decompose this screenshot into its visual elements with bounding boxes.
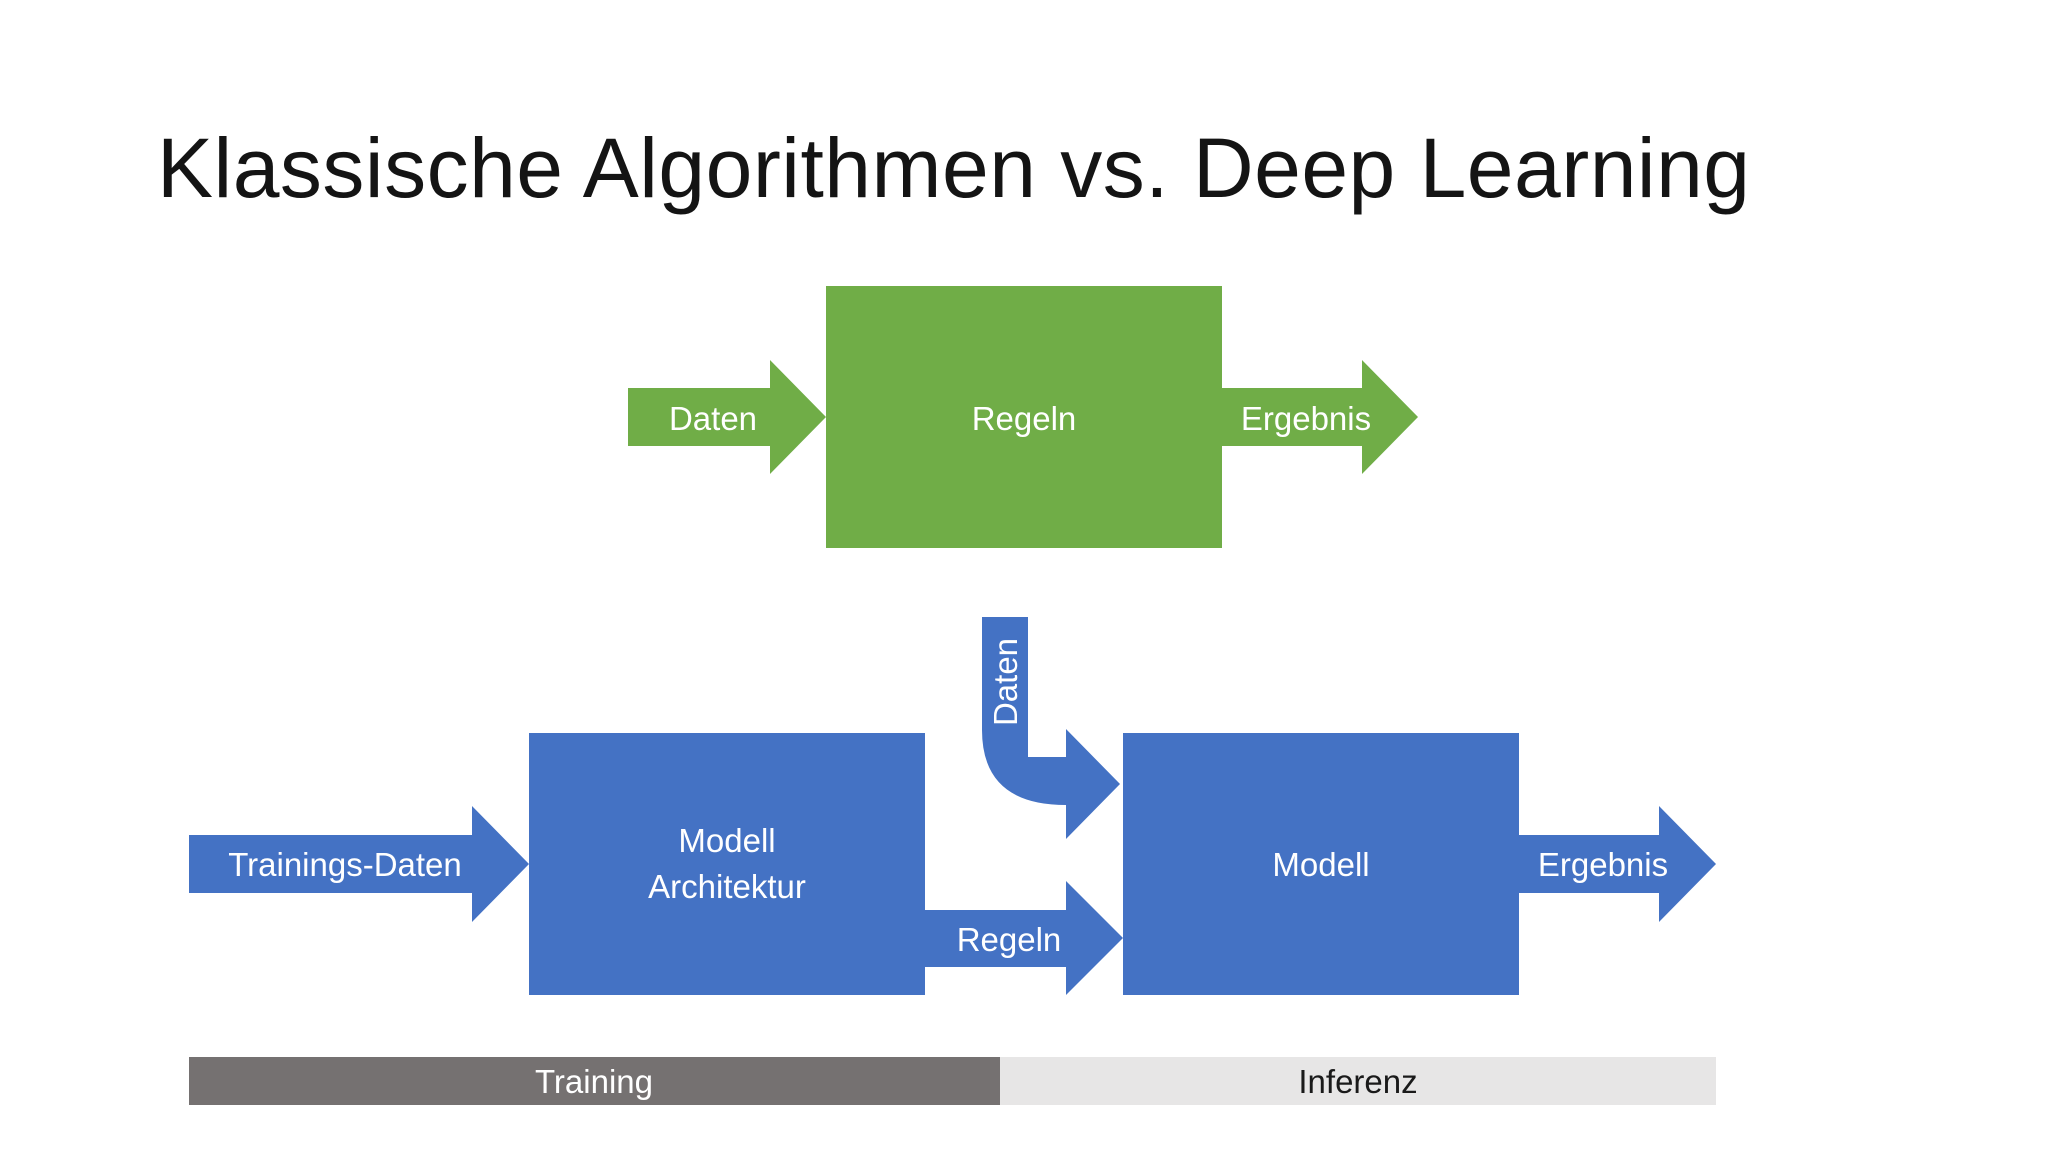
training-phase-bar [189,1057,1000,1105]
classic-rules-box [826,286,1222,548]
slide-title: Klassische Algorithmen vs. Deep Learning [157,121,1751,215]
inference-phase-bar [1000,1057,1716,1105]
rules-arrow-label: Regeln [957,921,1062,958]
data-bent-arrow [982,617,1120,839]
classic-input-label: Daten [669,400,757,437]
training-phase-label: Training [535,1063,653,1100]
classic-flow: Daten Regeln Ergebnis [628,286,1418,548]
architecture-label-line2: Architektur [648,868,806,905]
inference-phase-label: Inferenz [1298,1063,1417,1100]
deep-learning-flow: Trainings-Daten Modell Architektur Regel… [189,617,1716,995]
classic-output-arrow [1222,360,1418,474]
classic-rules-label: Regeln [972,400,1077,437]
phase-bar: Training Inferenz [189,1057,1716,1105]
classic-output-label: Ergebnis [1241,400,1371,437]
training-data-label: Trainings-Daten [228,846,462,883]
training-data-arrow [189,806,529,922]
model-label: Modell [1272,846,1369,883]
classic-input-arrow [628,360,826,474]
architecture-label-line1: Modell [678,822,775,859]
architecture-box [529,733,925,995]
deep-output-arrow [1519,806,1716,922]
rules-arrow [925,881,1123,995]
model-box [1123,733,1519,995]
data-bent-arrow-label: Daten [987,638,1024,726]
deep-output-label: Ergebnis [1538,846,1668,883]
